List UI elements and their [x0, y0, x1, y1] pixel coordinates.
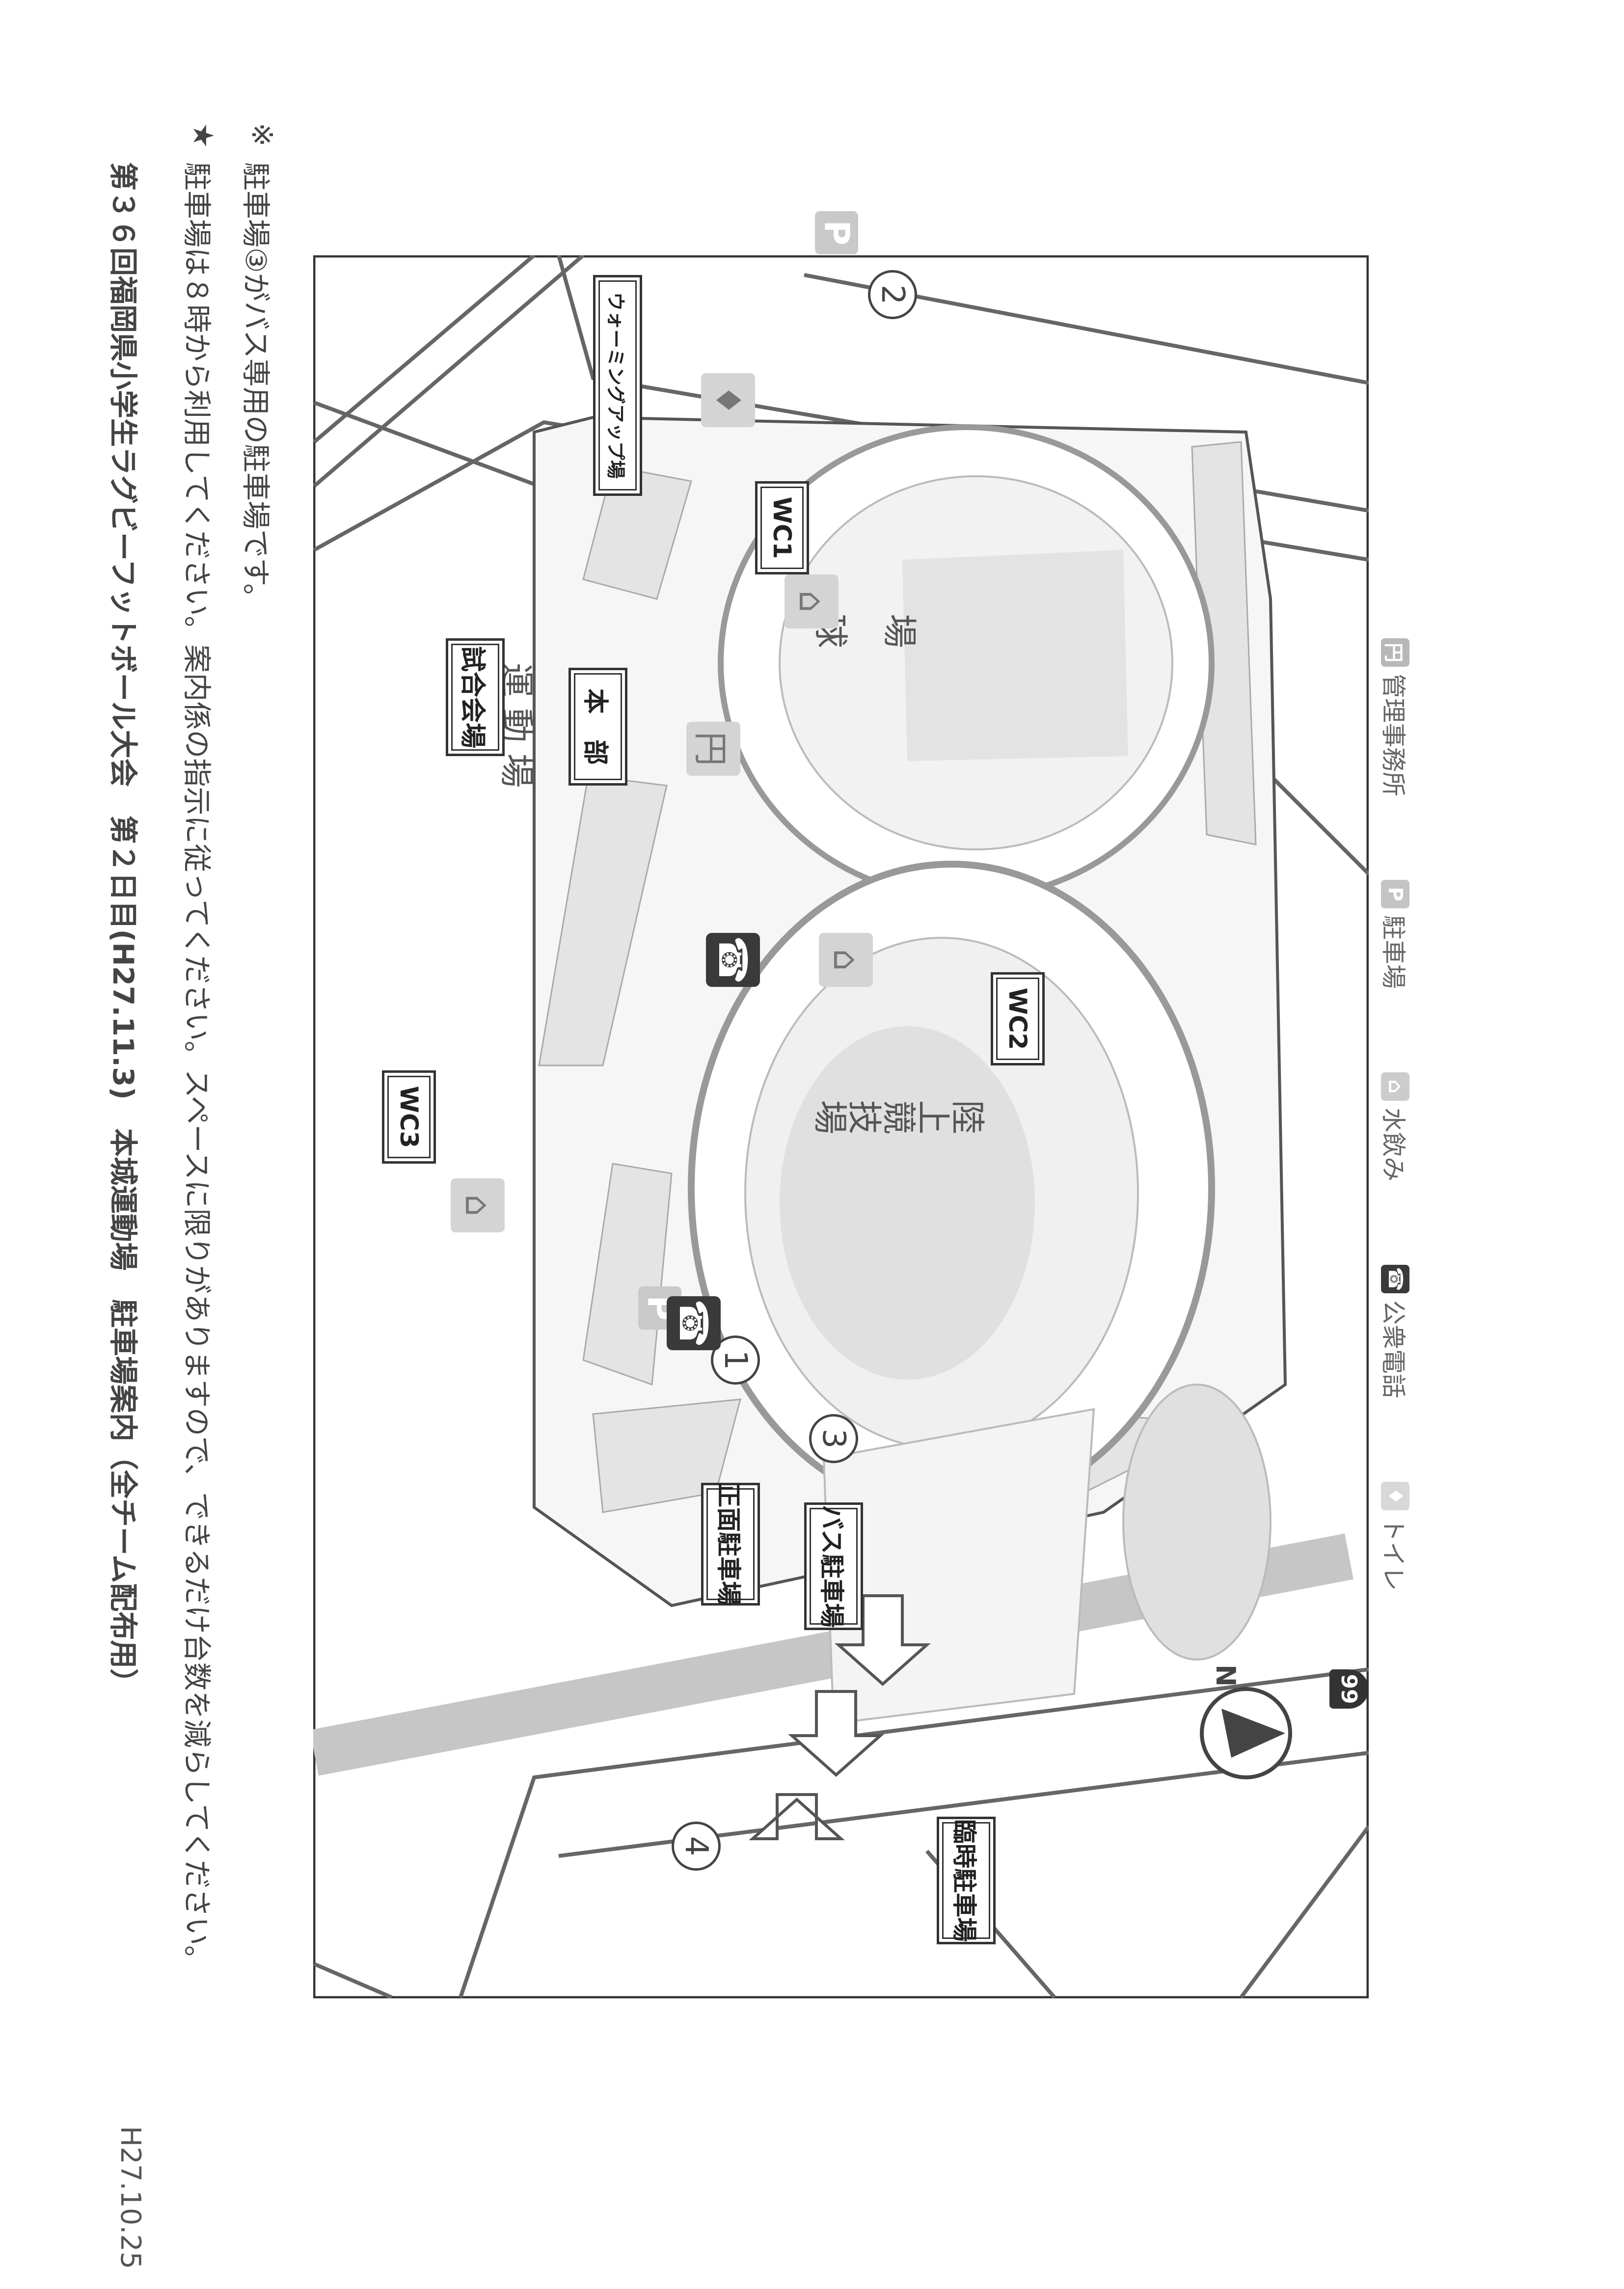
legend: 円 管理事務所 P 駐車場 ⌂ 水飲み ☎ 公衆電話 ♦ トイレ: [1378, 638, 1413, 1591]
fountain-icon: ⌂: [1381, 1072, 1409, 1101]
wc3-label: WC3: [382, 1070, 436, 1164]
warmup-label: ウォーミングアップ場: [593, 275, 642, 496]
entry-arrows: [749, 1594, 931, 1840]
baseball-label-2: 場: [879, 614, 920, 648]
phone-icon: ☎: [706, 933, 760, 987]
parking-number-2: 2: [868, 270, 917, 319]
note-star-mark: ★: [187, 123, 220, 148]
match-venue-label: 試合会場: [446, 638, 505, 756]
parking-icon: P: [1381, 880, 1409, 908]
note-bus-parking: 駐車場③がバス専用の駐車場です。: [239, 162, 272, 612]
toilet-icon: ♦: [701, 373, 755, 427]
parking-icon-south: P: [815, 211, 858, 254]
compass-rose: [1200, 1687, 1292, 1779]
compass-north-label: N: [1210, 1664, 1241, 1687]
legend-item-toilet: ♦ トイレ: [1378, 1482, 1413, 1591]
parking-number-3: 3: [809, 1414, 858, 1463]
note-parking-hours: 駐車場は８時から利用してください。案内係の指示に従ってください。スペースに限りが…: [180, 162, 214, 1974]
wc2-label: WC2: [991, 972, 1045, 1065]
legend-item-office: 円 管理事務所: [1378, 638, 1413, 796]
parking-number-4: 4: [672, 1822, 721, 1871]
temp-parking-label: 臨時駐車場: [937, 1817, 996, 1944]
fountain-icon: ⌂: [819, 933, 873, 987]
fountain-icon: ⌂: [785, 574, 839, 628]
phone-icon: ☎: [667, 1296, 721, 1350]
note-ref-mark: ※: [245, 123, 279, 147]
fountain-icon: ⌂: [451, 1178, 505, 1232]
page-title: 第３６回福岡県小学生ラグビーフットボール大会 第２日目(H27.11.3) 本城…: [107, 162, 140, 1697]
office-icon: 円: [1381, 638, 1409, 667]
toilet-icon: ♦: [1381, 1482, 1409, 1510]
phone-icon: ☎: [1381, 1265, 1409, 1293]
hq-label: 本 部: [568, 668, 627, 786]
legend-item-parking: P 駐車場: [1378, 880, 1413, 989]
legend-item-fountain: ⌂ 水飲み: [1378, 1072, 1413, 1181]
front-parking-label: 正面駐車場: [701, 1483, 760, 1606]
wc1-label: WC1: [755, 481, 809, 574]
legend-item-phone: ☎ 公衆電話: [1378, 1265, 1413, 1398]
issue-date: H27.10.25: [114, 2126, 146, 2269]
stadium-label: 陸上競技場: [814, 1094, 986, 1135]
bus-parking-label: バス駐車場: [804, 1502, 863, 1630]
office-icon: 円: [686, 722, 740, 776]
route-99-marker: 99: [1329, 1669, 1369, 1709]
